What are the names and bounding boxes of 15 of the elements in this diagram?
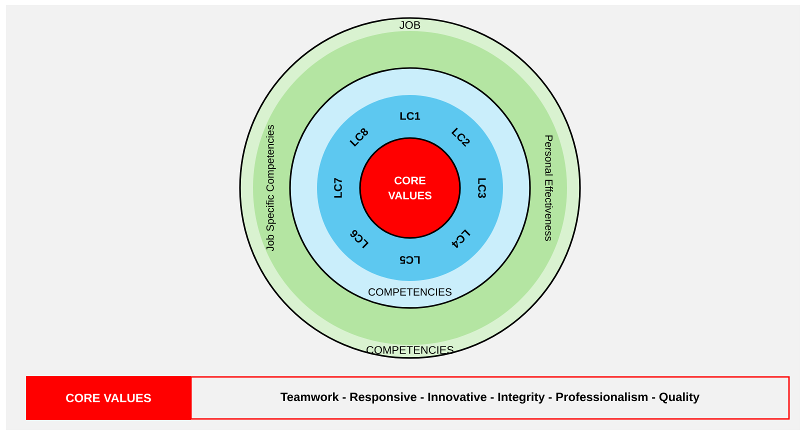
level-label: LC5 [400,256,420,264]
level-label: LC6 [350,230,369,248]
level-label: LC3 [478,178,486,198]
level-label: LC7 [334,178,342,198]
ring-label: JOB [399,21,420,29]
ring-label: COMPETENCIES [366,346,454,354]
core-label: CORE VALUES [388,176,432,200]
values-heading: CORE VALUES [26,376,191,420]
ring-label: Job Specific Competencies [266,125,276,252]
level-label: LC1 [400,112,420,120]
ring-label: Personal Effectiveness [545,136,553,241]
ring-label: COMPETENCIES [368,288,452,296]
level-label: LC8 [350,128,368,147]
values-bar: Teamwork - Responsive - Innovative - Integrity - Professionalism - Quality [190,376,790,420]
level-label: LC4 [452,229,470,248]
